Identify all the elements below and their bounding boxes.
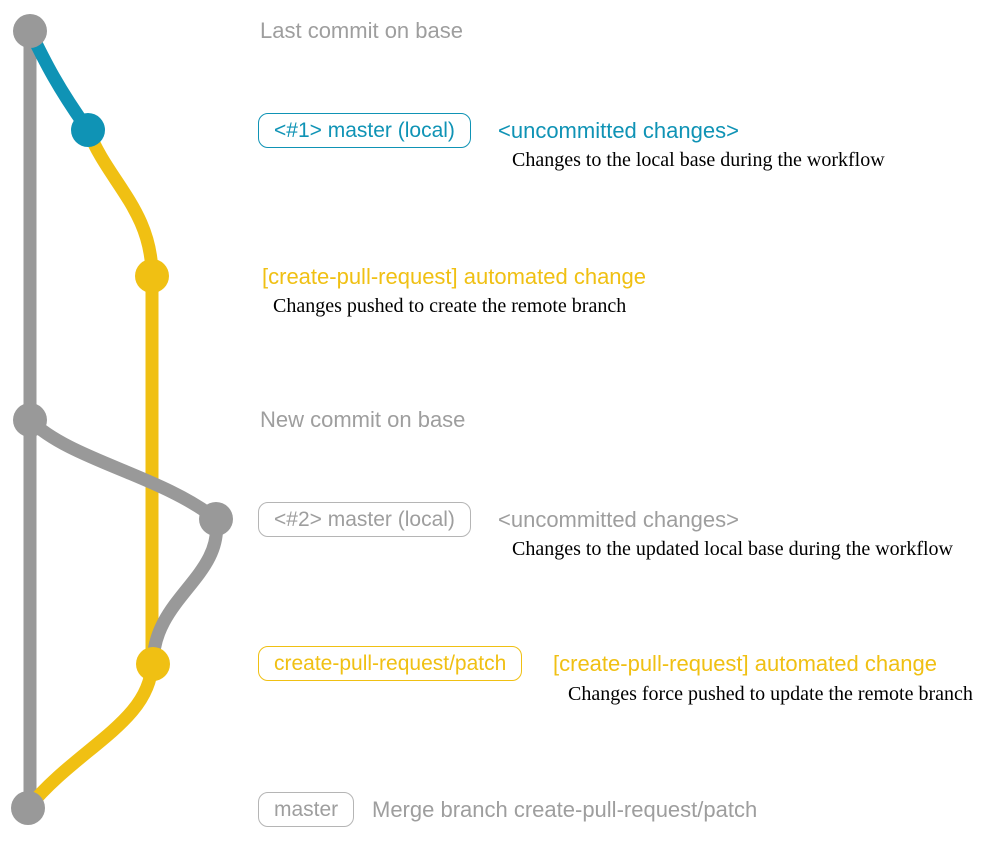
- caption-updated-local-base: Changes to the updated local base during…: [512, 538, 953, 560]
- pill-create-pull-request-patch: create-pull-request/patch: [258, 646, 523, 681]
- label-new-commit-on-base: New commit on base: [260, 407, 466, 432]
- pill-master-local-2: <#2> master (local): [258, 502, 471, 537]
- git-graph: [11, 14, 233, 825]
- heading-merge-branch: Merge branch create-pull-request/patch: [372, 797, 758, 822]
- pill-create-pull-request-patch-label: create-pull-request/patch: [274, 651, 507, 675]
- pill-master-local-1-label: <#1> master (local): [274, 118, 455, 142]
- heading-uncommitted-changes-2: <uncommitted changes>: [498, 507, 739, 532]
- pill-master-label: master: [274, 797, 339, 821]
- commit-node-local-1: [71, 113, 105, 147]
- pill-master: master: [258, 792, 355, 827]
- branch-local-curve: [24, 28, 94, 134]
- heading-cpr-automated-change-1: [create-pull-request] automated change: [262, 264, 647, 289]
- branch-local-update-curve: [25, 415, 224, 665]
- commit-node-patch-push: [135, 259, 169, 293]
- caption-local-base-changes: Changes to the local base during the wor…: [512, 149, 885, 171]
- pill-master-local-2-label: <#2> master (local): [274, 507, 455, 531]
- label-last-commit-on-base: Last commit on base: [260, 18, 463, 43]
- caption-force-push-update-remote: Changes force pushed to update the remot…: [568, 683, 973, 705]
- commit-node-patch-force: [136, 647, 170, 681]
- commit-node-new-base: [13, 403, 47, 437]
- pill-master-local-1: <#1> master (local): [258, 113, 471, 148]
- commit-node-local-2: [199, 502, 233, 536]
- commit-node-last-base: [13, 14, 47, 48]
- caption-push-create-remote: Changes pushed to create the remote bran…: [273, 295, 627, 317]
- heading-uncommitted-changes-1: <uncommitted changes>: [498, 118, 739, 143]
- commit-node-merge: [11, 791, 45, 825]
- heading-cpr-automated-change-2: [create-pull-request] automated change: [553, 651, 938, 676]
